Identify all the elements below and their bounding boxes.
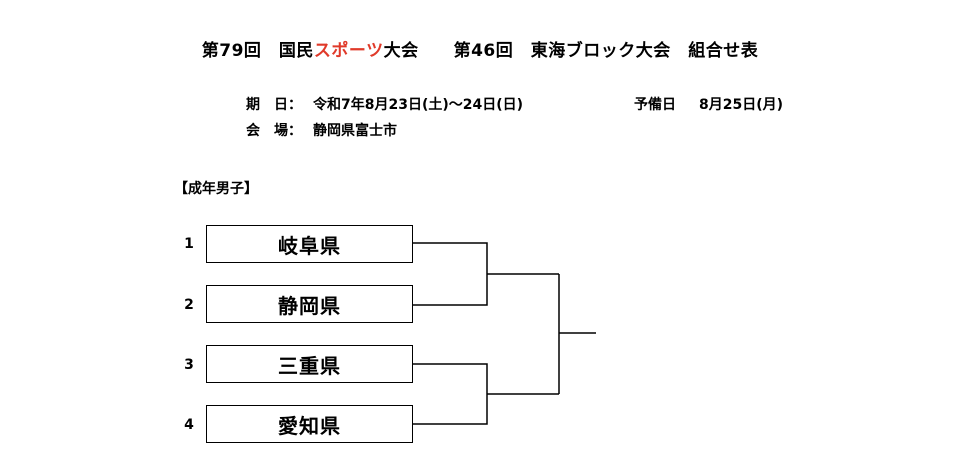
venue-value: 静岡県富士市	[313, 123, 397, 139]
team-box: 静岡県	[206, 285, 413, 323]
team-box: 愛知県	[206, 405, 413, 443]
date-value: 令和7年8月23日(土)～24日(日)	[313, 97, 524, 113]
seed-number: 3	[184, 357, 194, 373]
section-title: 【成年男子】	[174, 181, 258, 197]
title-part-sports: スポーツ	[313, 41, 384, 61]
seed-number: 4	[184, 417, 194, 433]
team-name: 愛知県	[278, 413, 341, 438]
seed-number: 2	[184, 297, 194, 313]
date-label: 期 日：	[246, 97, 302, 113]
team-box: 三重県	[206, 345, 413, 383]
team-box: 岐阜県	[206, 225, 413, 263]
seed-number: 1	[184, 236, 194, 252]
team-name: 岐阜県	[278, 233, 341, 258]
team-name: 静岡県	[278, 293, 341, 318]
reserve-value: 8月25日(月)	[699, 97, 784, 113]
venue-label: 会 場：	[246, 123, 302, 139]
title-part-2: 大会 第46回 東海ブロック大会 組合せ表	[383, 41, 759, 61]
page-title: 第79回 国民スポーツ大会 第46回 東海ブロック大会 組合せ表	[0, 36, 960, 61]
title-part-1: 第79回 国民	[201, 41, 314, 61]
team-name: 三重県	[278, 353, 341, 378]
reserve-label: 予備日	[634, 97, 676, 113]
bracket-line-match-2	[413, 363, 488, 425]
bracket-line-match-1	[413, 242, 488, 306]
